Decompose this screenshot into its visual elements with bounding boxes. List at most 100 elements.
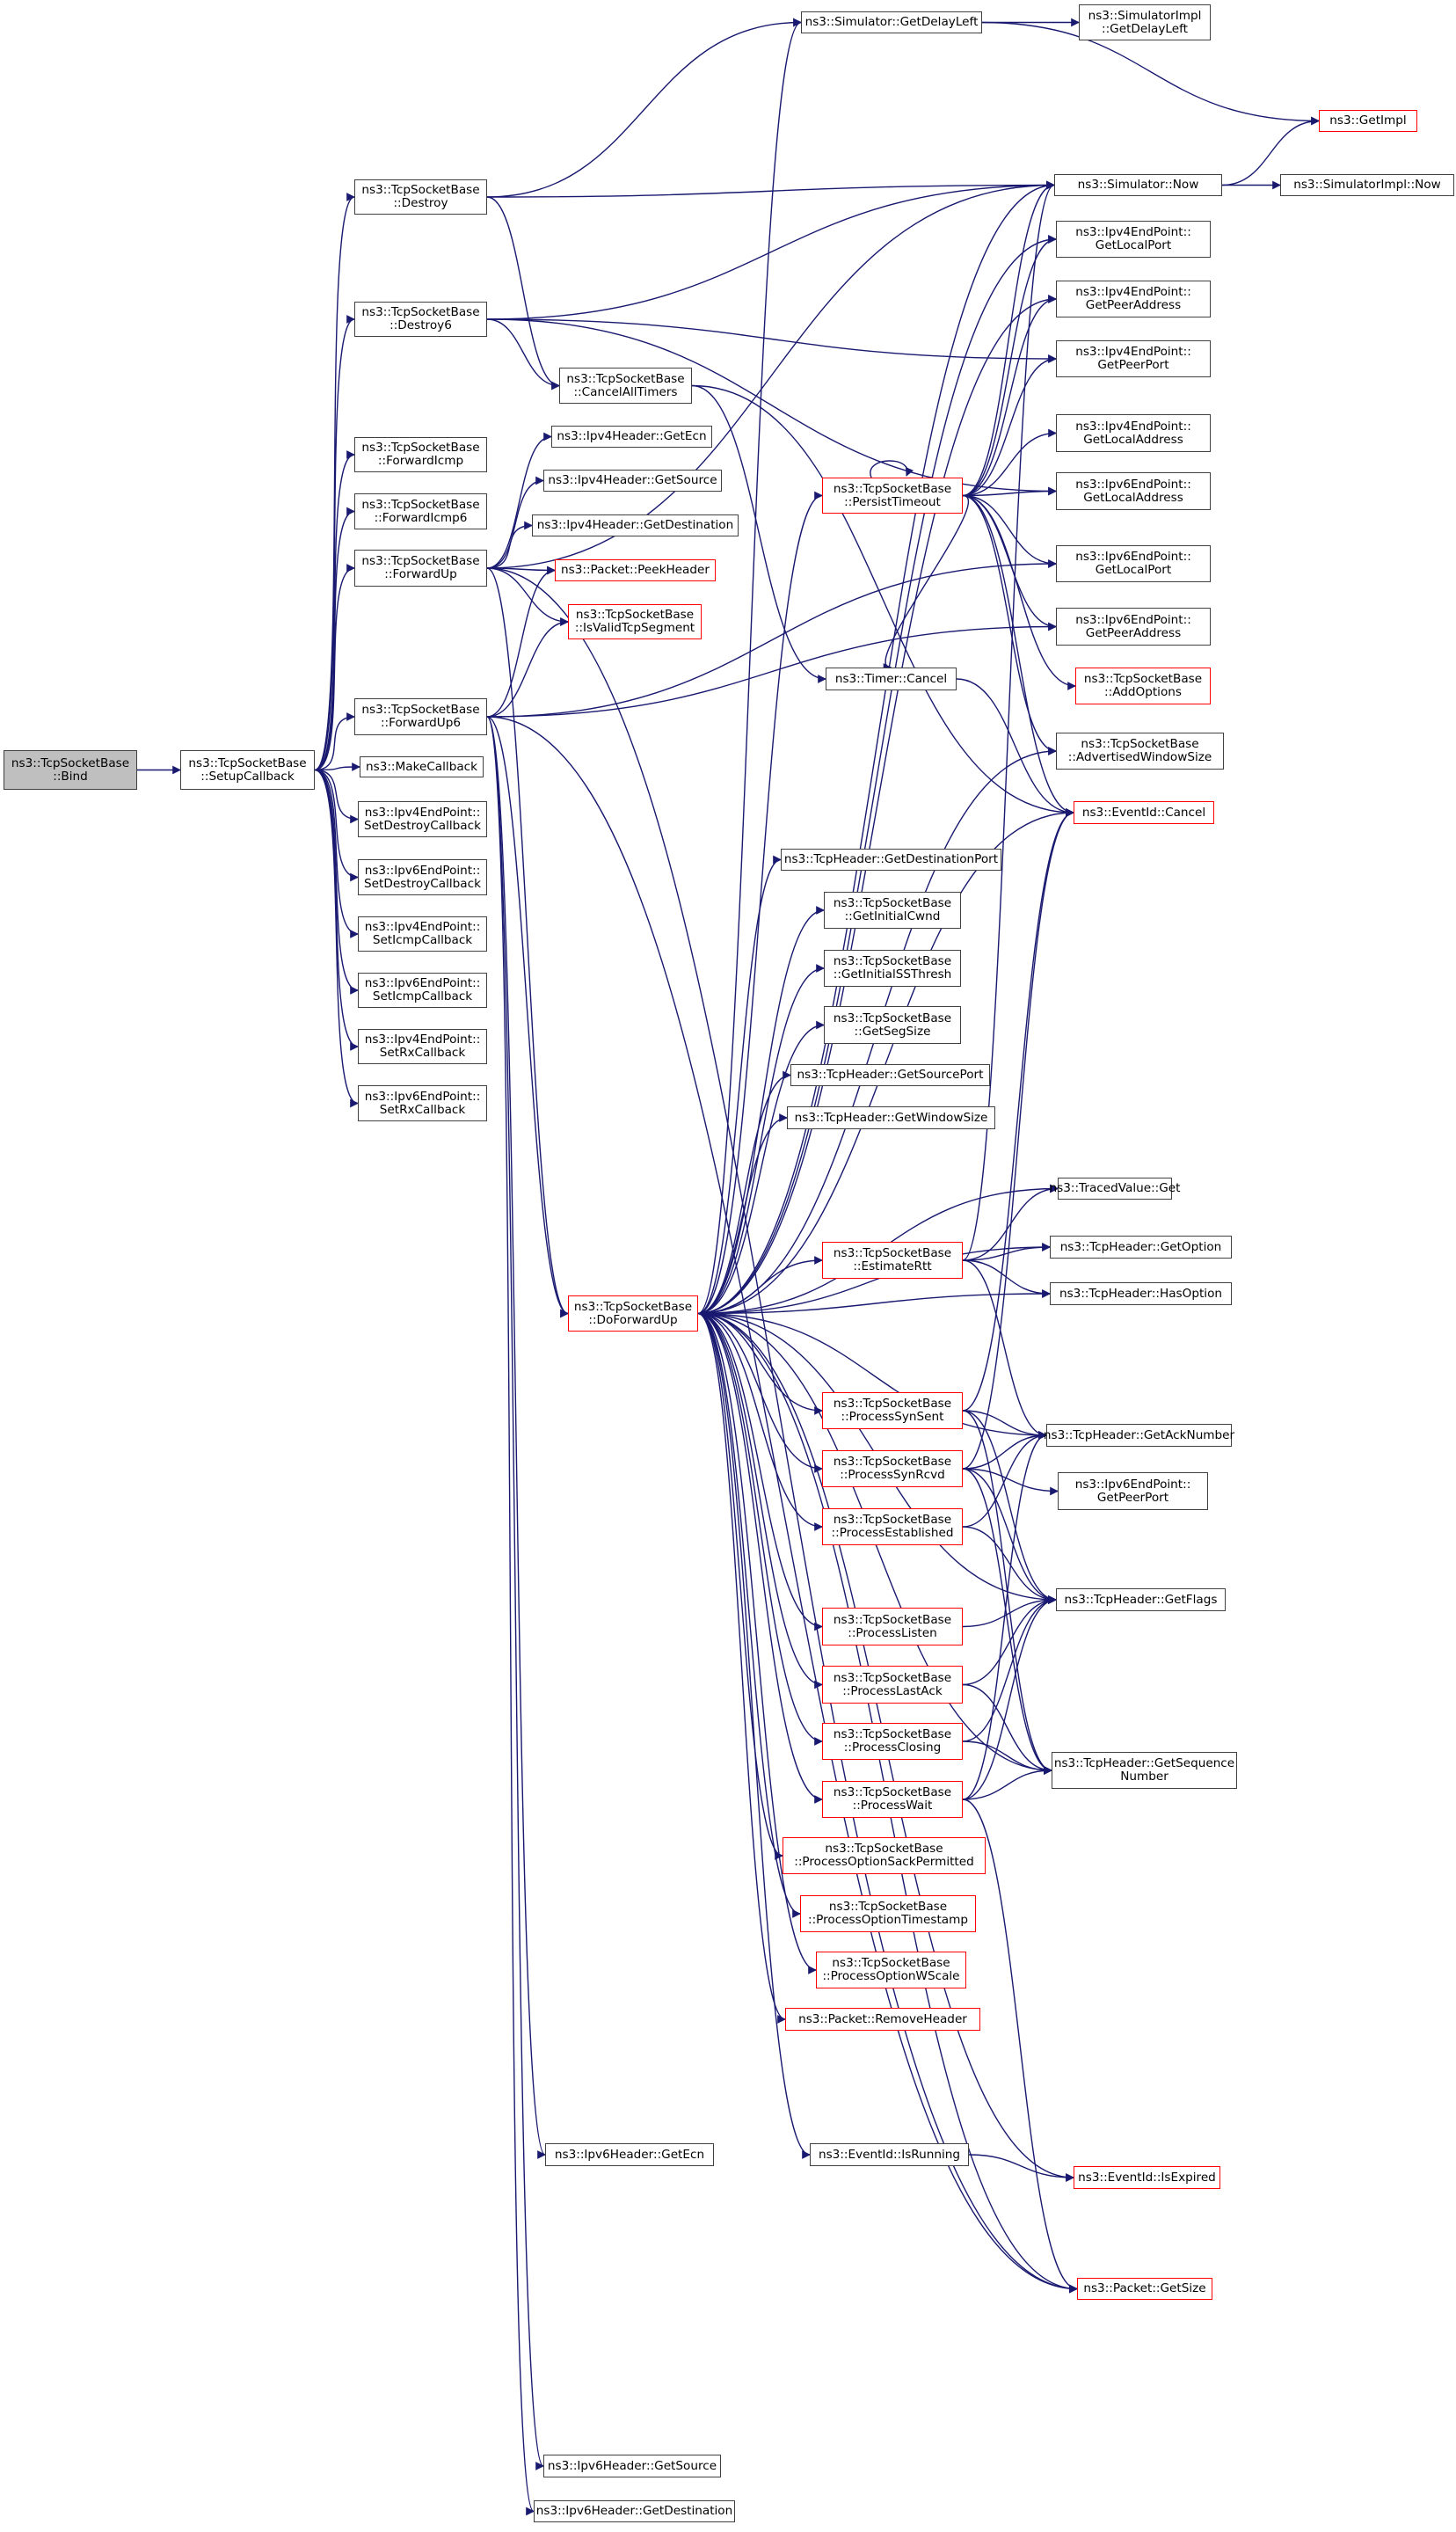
node-tcph-getacknumber[interactable]: ns3::TcpHeader::GetAckNumber <box>1044 1424 1234 1447</box>
node-advertisedwindowsize[interactable]: ns3::TcpSocketBase::AdvertisedWindowSize <box>1056 733 1224 770</box>
node-label-line: ns3::TcpHeader::HasOption <box>1059 1286 1223 1301</box>
node-label-line: ns3::Ipv6Header::GetSource <box>547 2458 717 2473</box>
node-forwardicmp[interactable]: ns3::TcpSocketBase::ForwardIcmp <box>354 437 487 472</box>
node-eventid-cancel[interactable]: ns3::EventId::Cancel <box>1074 801 1214 824</box>
node-forwardup[interactable]: ns3::TcpSocketBase::ForwardUp <box>354 550 487 587</box>
node-processwait[interactable]: ns3::TcpSocketBase::ProcessWait <box>822 1781 963 1818</box>
node-label-line: ns3::TcpSocketBase <box>361 497 480 512</box>
edge-forwardup-to-sim_now <box>486 180 1055 569</box>
node-removeheader[interactable]: ns3::Packet::RemoveHeader <box>785 2008 980 2031</box>
node-ipv4-setrxcb[interactable]: ns3::Ipv4EndPoint::SetRxCallback <box>358 1029 487 1064</box>
node-label-line: ns3::TcpSocketBase <box>566 371 685 386</box>
node-ipv6-getlocalport[interactable]: ns3::Ipv6EndPoint::GetLocalPort <box>1056 545 1211 582</box>
node-processsynsent[interactable]: ns3::TcpSocketBase::ProcessSynSent <box>822 1392 963 1429</box>
node-ipv6-seticmpcb[interactable]: ns3::Ipv6EndPoint::SetIcmpCallback <box>358 973 487 1008</box>
node-ipv4-seticmpcb[interactable]: ns3::Ipv4EndPoint::SetIcmpCallback <box>358 916 487 952</box>
node-label-line: ns3::Ipv6EndPoint:: <box>364 863 481 878</box>
node-destroy[interactable]: ns3::TcpSocketBase::Destroy <box>354 179 487 215</box>
node-getsegsize[interactable]: ns3::TcpSocketBase::GetSegSize <box>824 1006 961 1044</box>
node-processlastack[interactable]: ns3::TcpSocketBase::ProcessLastAck <box>822 1666 963 1704</box>
node-getimpl[interactable]: ns3::GetImpl <box>1319 110 1417 132</box>
node-tcph-hasoption[interactable]: ns3::TcpHeader::HasOption <box>1050 1282 1232 1305</box>
node-eventid-isrunning[interactable]: ns3::EventId::IsRunning <box>810 2143 969 2166</box>
node-label-line: GetPeerPort <box>1096 1490 1169 1505</box>
node-estimatertt[interactable]: ns3::TcpSocketBase::EstimateRtt <box>822 1242 963 1279</box>
node-processoptionwscale[interactable]: ns3::TcpSocketBase::ProcessOptionWScale <box>816 1952 966 1988</box>
node-ipv6-getlocaladdress[interactable]: ns3::Ipv6EndPoint::GetLocalAddress <box>1056 472 1211 510</box>
node-label-line: ns3::TcpSocketBase <box>832 1956 950 1970</box>
node-sim-getdelayleft[interactable]: ns3::Simulator::GetDelayLeft <box>801 11 982 33</box>
node-packet-getsize[interactable]: ns3::Packet::GetSize <box>1077 2278 1212 2300</box>
node-label-line: ::GetDelayLeft <box>1102 21 1188 36</box>
node-label-line: ns3::TcpSocketBase <box>575 608 695 622</box>
node-forwardup6[interactable]: ns3::TcpSocketBase::ForwardUp6 <box>354 698 487 735</box>
node-label-line: ::ForwardUp6 <box>380 716 462 730</box>
node-peekheader[interactable]: ns3::Packet::PeekHeader <box>555 559 716 581</box>
node-label-line: GetLocalAddress <box>1083 490 1183 505</box>
node-ipv6-setrxcb[interactable]: ns3::Ipv6EndPoint::SetRxCallback <box>358 1085 487 1121</box>
node-ipv6-getpeerport[interactable]: ns3::Ipv6EndPoint::GetPeerPort <box>1058 1472 1208 1510</box>
node-label-line: ns3::TcpSocketBase <box>833 481 952 496</box>
node-processoptionsackpermitted[interactable]: ns3::TcpSocketBase::ProcessOptionSackPer… <box>783 1837 986 1874</box>
node-doforwardup[interactable]: ns3::TcpSocketBase::DoForwardUp <box>568 1295 698 1332</box>
node-ipv6h-getecn[interactable]: ns3::Ipv6Header::GetEcn <box>545 2143 714 2166</box>
edge-destroy-to-cancelalltimers <box>486 196 560 390</box>
node-destroy6[interactable]: ns3::TcpSocketBase::Destroy6 <box>354 302 487 337</box>
node-processsynrcvd[interactable]: ns3::TcpSocketBase::ProcessSynRcvd <box>822 1450 963 1487</box>
node-forwardicmp6[interactable]: ns3::TcpSocketBase::ForwardIcmp6 <box>354 493 487 529</box>
node-cancelalltimers[interactable]: ns3::TcpSocketBase::CancelAllTimers <box>559 368 692 404</box>
node-ipv4h-getecn[interactable]: ns3::Ipv4Header::GetEcn <box>551 426 712 448</box>
edge-setupcallback-to-ipv4_seticmpcb <box>314 769 359 938</box>
node-ipv4-getlocaladdress[interactable]: ns3::Ipv4EndPoint::GetLocalAddress <box>1056 414 1211 452</box>
node-getinitialssthresh[interactable]: ns3::TcpSocketBase::GetInitialSSThresh <box>824 950 961 987</box>
edge-forwardup6-to-ipv6_getpeeraddress <box>486 622 1057 718</box>
node-ipv4-getlocalport[interactable]: ns3::Ipv4EndPoint::GetLocalPort <box>1056 221 1211 258</box>
node-ipv6-setdestroycb[interactable]: ns3::Ipv6EndPoint::SetDestroyCallback <box>358 859 487 895</box>
node-isvalidtcpsegment[interactable]: ns3::TcpSocketBase::IsValidTcpSegment <box>568 604 702 639</box>
node-label-line: ns3::TcpHeader::GetSourcePort <box>797 1068 984 1082</box>
node-addoptions[interactable]: ns3::TcpSocketBase::AddOptions <box>1075 668 1211 704</box>
node-setupcallback[interactable]: ns3::TcpSocketBase::SetupCallback <box>180 750 315 790</box>
node-processlisten[interactable]: ns3::TcpSocketBase::ProcessListen <box>822 1608 963 1645</box>
node-processoptiontimestamp[interactable]: ns3::TcpSocketBase::ProcessOptionTimesta… <box>800 1895 976 1932</box>
node-sim-now[interactable]: ns3::Simulator::Now <box>1054 174 1222 196</box>
node-ipv4h-getdest[interactable]: ns3::Ipv4Header::GetDestination <box>532 514 739 536</box>
node-label-line: ns3::TcpSocketBase <box>1083 672 1203 686</box>
node-makecallback[interactable]: ns3::MakeCallback <box>360 756 484 777</box>
node-ipv4-getpeerport[interactable]: ns3::Ipv4EndPoint::GetPeerPort <box>1056 340 1211 377</box>
node-ipv6h-getdest[interactable]: ns3::Ipv6Header::GetDestination <box>534 2500 735 2522</box>
node-eventid-isexpired[interactable]: ns3::EventId::IsExpired <box>1074 2166 1220 2189</box>
node-processclosing[interactable]: ns3::TcpSocketBase::ProcessClosing <box>822 1723 963 1760</box>
node-tracedvalue-get[interactable]: ns3::TracedValue::Get <box>1050 1178 1180 1200</box>
node-simimpl-getdelayleft[interactable]: ns3::SimulatorImpl::GetDelayLeft <box>1079 4 1211 40</box>
edge-setupcallback-to-ipv4_setrxcb <box>314 769 359 1051</box>
node-persisttimeout[interactable]: ns3::TcpSocketBase::PersistTimeout <box>822 478 963 514</box>
node-label-line: ns3::TcpSocketBase <box>833 1612 952 1627</box>
edge-doforwardup-to-sim_now <box>697 180 1055 1315</box>
edge-eventid_isrunning-to-eventid_isexpired <box>968 2154 1074 2182</box>
node-label-line: ns3::TcpSocketBase <box>188 755 307 770</box>
node-ipv6-getpeeraddress[interactable]: ns3::Ipv6EndPoint::GetPeerAddress <box>1056 608 1211 646</box>
node-tcph-getflags[interactable]: ns3::TcpHeader::GetFlags <box>1056 1588 1226 1611</box>
node-label-line: ns3::TcpSocketBase <box>833 1785 952 1799</box>
node-tcph-getoption[interactable]: ns3::TcpHeader::GetOption <box>1050 1236 1232 1259</box>
node-label-line: ::ForwardUp <box>384 567 457 581</box>
node-getinitialcwnd[interactable]: ns3::TcpSocketBase::GetInitialCwnd <box>824 892 961 929</box>
node-tcph-getdestport[interactable]: ns3::TcpHeader::GetDestinationPort <box>781 849 1001 871</box>
node-ipv4-getpeeraddress[interactable]: ns3::Ipv4EndPoint::GetPeerAddress <box>1056 281 1211 317</box>
node-tcph-getsourceport[interactable]: ns3::TcpHeader::GetSourcePort <box>790 1064 990 1086</box>
node-processestablished[interactable]: ns3::TcpSocketBase::ProcessEstablished <box>822 1508 963 1545</box>
node-timer-cancel[interactable]: ns3::Timer::Cancel <box>826 668 957 690</box>
node-label-line: ns3::TcpSocketBase <box>833 896 952 910</box>
node-simimpl-now[interactable]: ns3::SimulatorImpl::Now <box>1280 174 1454 196</box>
node-label-line: ::ProcessEstablished <box>831 1526 954 1540</box>
node-label-line: ns3::TcpSocketBase <box>573 1299 693 1314</box>
node-ipv6h-getsource[interactable]: ns3::Ipv6Header::GetSource <box>543 2455 721 2477</box>
node-ipv4h-getsource[interactable]: ns3::Ipv4Header::GetSource <box>543 470 722 492</box>
node-tcph-getwindowsize[interactable]: ns3::TcpHeader::GetWindowSize <box>787 1106 995 1129</box>
edge-persisttimeout-to-ipv4_getpeeraddress <box>962 295 1057 497</box>
node-ipv4-setdestroycb[interactable]: ns3::Ipv4EndPoint::SetDestroyCallback <box>358 801 487 837</box>
edge-processestablished-to-tcph_getflags <box>962 1526 1057 1604</box>
